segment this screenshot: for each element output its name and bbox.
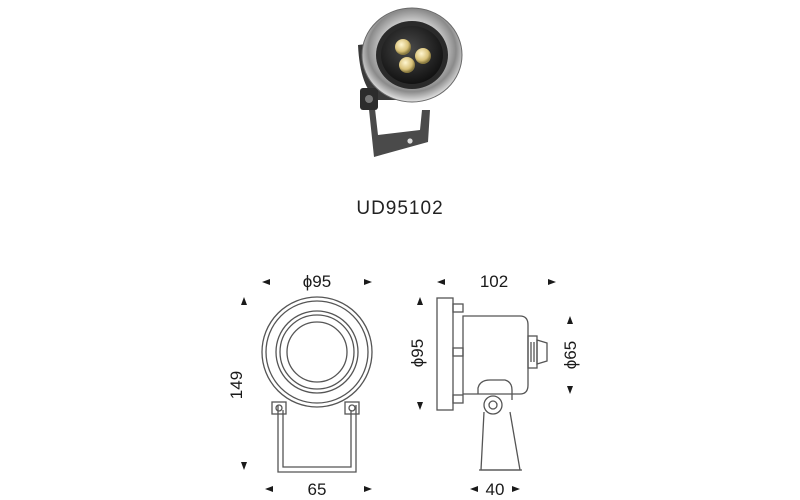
led-icon — [395, 39, 431, 73]
front-height-dimension: 149 — [227, 371, 246, 399]
front-width-dimension: ϕ95 — [303, 272, 331, 291]
front-view — [261, 296, 373, 473]
base-width-dimension: 40 — [486, 480, 505, 499]
side-view — [436, 297, 548, 471]
rear-diameter-dimension: ϕ65 — [561, 341, 580, 369]
side-length-dimension: 102 — [480, 272, 508, 291]
dimension-arrows — [241, 279, 573, 492]
product-photo — [358, 7, 463, 157]
side-diameter-dimension: ϕ95 — [408, 339, 427, 367]
bracket-width-dimension: 65 — [308, 480, 327, 499]
model-number: UD95102 — [356, 198, 444, 219]
